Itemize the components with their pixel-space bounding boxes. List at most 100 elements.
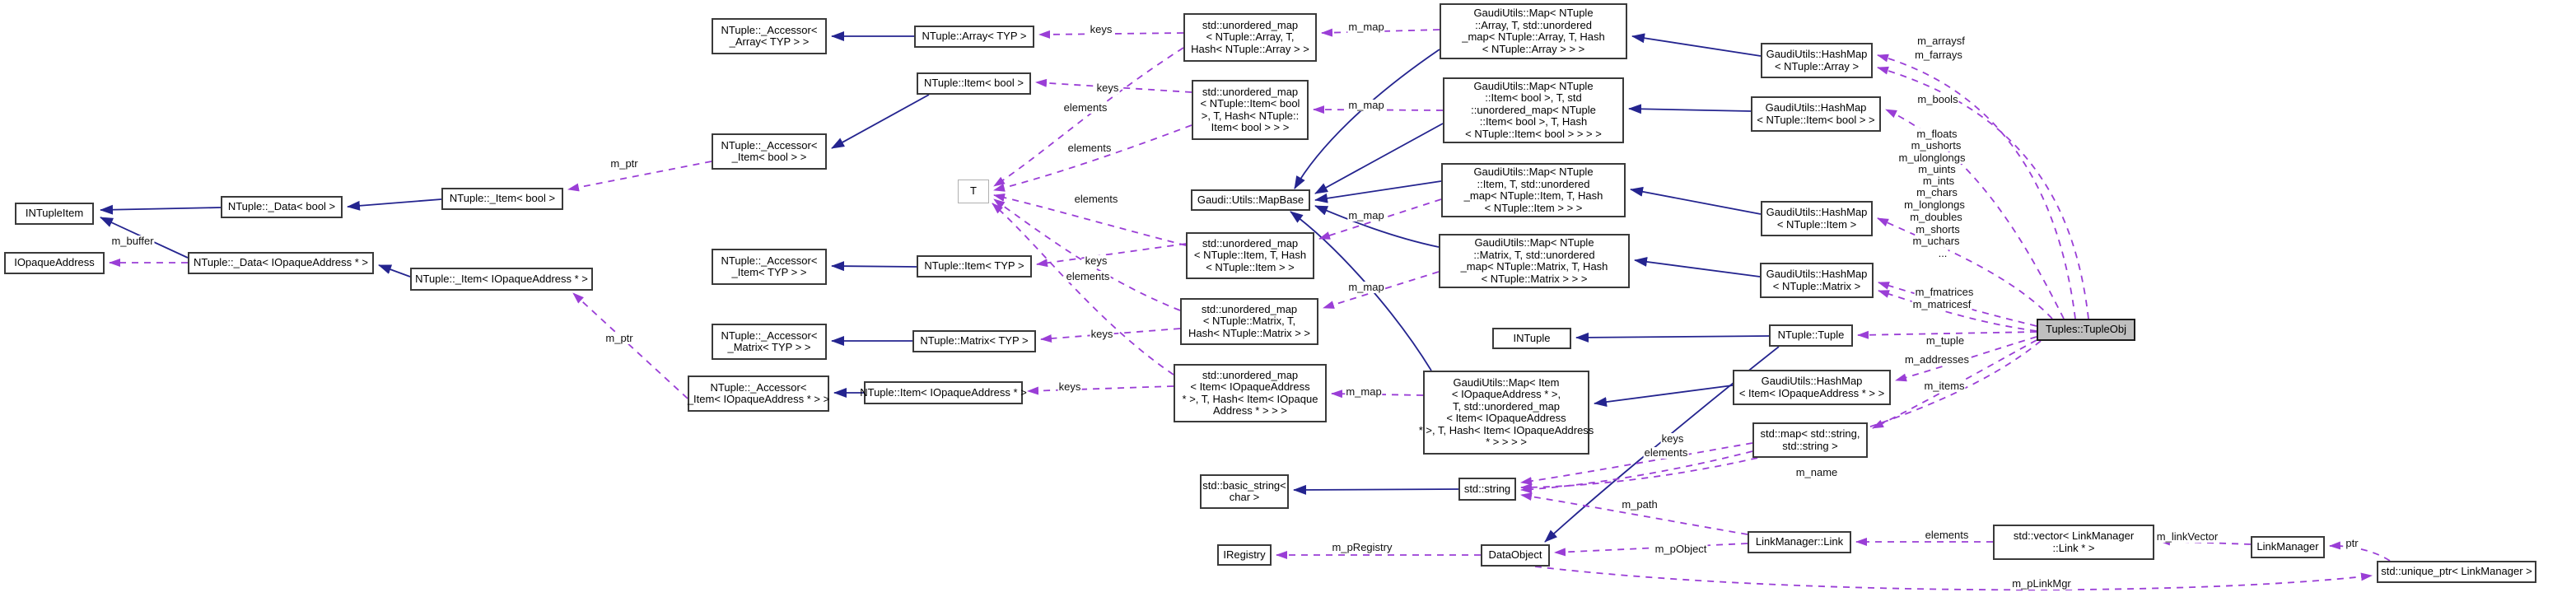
- class-node-std_string[interactable]: std::string: [1458, 478, 1516, 501]
- edge-label-m_pLinkMgr: m_pLinkMgr: [2011, 577, 2072, 590]
- edge-label-elements: elements: [1066, 142, 1113, 154]
- class-node-map_array[interactable]: GaudiUtils::Map< NTuple::Array, T, std::…: [1440, 3, 1627, 59]
- edge-label-m_buffer: m_buffer: [110, 235, 155, 247]
- class-node-label: std::unordered_map: [1202, 85, 1299, 98]
- class-node-label: _map< NTuple::Item, T, Hash: [1463, 189, 1603, 202]
- inheritance-edge-10: [1314, 123, 1444, 194]
- class-node-label: _map< NTuple::Array, T, Hash: [1462, 30, 1605, 43]
- class-node-map_item_bool[interactable]: GaudiUtils::Map< NTuple::Item< bool >, T…: [1443, 77, 1624, 143]
- inheritance-edge-2: [347, 198, 442, 211]
- edge-label-m_addresses: m_addresses: [1903, 353, 1971, 366]
- class-node-label: GaudiUtils::Map< NTuple: [1473, 79, 1594, 92]
- class-node-label: ::Array, T, std::unordered: [1475, 18, 1592, 31]
- edge-label-m_uchars: m_uchars: [1911, 235, 1961, 247]
- class-node-acc_array[interactable]: NTuple::_Accessor<_Array< TYP > >: [712, 18, 827, 54]
- class-node-label: NTuple::_Accessor<: [721, 23, 818, 36]
- usage-edge-55: [1534, 566, 2373, 591]
- class-node-std_map[interactable]: std::map< std::string,std::string >: [1752, 422, 1868, 458]
- class-node-acc_item_typ[interactable]: NTuple::_Accessor<_Item< TYP > >: [712, 249, 827, 285]
- class-node-matrix_typ[interactable]: NTuple::Matrix< TYP >: [912, 330, 1036, 352]
- edge-label-m_doubles: m_doubles: [1909, 211, 1963, 223]
- class-node-label: NTuple::Matrix< TYP >: [920, 334, 1029, 347]
- usage-edge-29: [1027, 385, 1174, 395]
- class-node-hm_item_bool[interactable]: GaudiUtils::HashMap< NTuple::Item< bool …: [1751, 96, 1881, 132]
- class-node-label: INTupleItem: [25, 207, 84, 220]
- inheritance-edge-14: [1631, 33, 1762, 57]
- class-node-label: NTuple::_Data< IOpaqueAddress * >: [194, 256, 368, 269]
- inheritance-edge-5: [831, 94, 930, 149]
- usage-edge-41: [1877, 66, 2089, 319]
- class-node-um_matrix[interactable]: std::unordered_map< NTuple::Matrix, T,Ha…: [1180, 298, 1318, 345]
- usage-edge-30: [993, 47, 1184, 187]
- class-node-iopaqueaddress[interactable]: IOpaqueAddress: [4, 252, 105, 274]
- class-node-mapbase[interactable]: Gaudi::Utils::MapBase: [1191, 189, 1310, 211]
- class-node-intuple[interactable]: INTuple: [1492, 328, 1571, 349]
- class-node-data_iop[interactable]: NTuple::_Data< IOpaqueAddress * >: [188, 252, 374, 274]
- class-node-basic_string[interactable]: std::basic_string<char >: [1200, 474, 1289, 509]
- inheritance-edge-16: [1630, 186, 1762, 215]
- class-node-item_iop[interactable]: NTuple::Item< IOpaqueAddress * >: [860, 381, 1027, 404]
- usage-edge-33: [993, 198, 1181, 311]
- class-node-label: < NTuple::Item > >: [1206, 260, 1295, 273]
- class-node-label: NTuple::_Accessor<: [710, 380, 807, 394]
- class-node-unique_ptr[interactable]: std::unique_ptr< LinkManager >: [2377, 561, 2536, 583]
- class-node-label: < NTuple::Array >: [1774, 59, 1860, 72]
- usage-edge-50: [1520, 442, 1753, 486]
- class-node-intupleitem[interactable]: INTupleItem: [15, 203, 94, 225]
- class-node-hm_item[interactable]: GaudiUtils::HashMap< NTuple::Item >: [1761, 201, 1873, 236]
- class-node-acc_item_bool[interactable]: NTuple::_Accessor<_Item< bool > >: [712, 133, 827, 170]
- class-node-um_iop[interactable]: std::unordered_map< Item< IOpaqueAddress…: [1174, 364, 1327, 422]
- class-node-map_iop[interactable]: GaudiUtils::Map< Item< IOpaqueAddress * …: [1419, 371, 1594, 455]
- class-node-label: < Item< IOpaqueAddress: [1190, 380, 1310, 393]
- usage-edge-28: [1040, 328, 1181, 343]
- class-node-label: < Item< IOpaqueAddress * > >: [1738, 386, 1885, 399]
- class-node-map_matrix[interactable]: GaudiUtils::Map< NTuple::Matrix, T, std:…: [1439, 234, 1630, 288]
- class-node-hm_iop[interactable]: GaudiUtils::HashMap< Item< IOpaqueAddres…: [1733, 370, 1891, 405]
- class-node-item_bool_u[interactable]: NTuple::_Item< bool >: [441, 188, 563, 210]
- class-node-item_iop_u[interactable]: NTuple::_Item< IOpaqueAddress * >: [410, 268, 593, 291]
- class-node-tupleobj[interactable]: Tuples::TupleObj: [2037, 319, 2135, 341]
- edge-label-m_pRegistry: m_pRegistry: [1331, 541, 1393, 553]
- class-node-label: std::unique_ptr< LinkManager >: [2381, 565, 2532, 578]
- edge-label-m_tuple: m_tuple: [1925, 334, 1966, 347]
- inheritance-edge-17: [1634, 257, 1761, 278]
- class-node-arr_typ[interactable]: NTuple::Array< TYP >: [914, 26, 1034, 48]
- class-node-iregistry[interactable]: IRegistry: [1217, 544, 1272, 566]
- class-node-um_item_bool[interactable]: std::unordered_map< NTuple::Item< bool>,…: [1192, 80, 1309, 140]
- edge-label-m_items: m_items: [1923, 380, 1966, 392]
- class-node-um_array[interactable]: std::unordered_map< NTuple::Array, T,Has…: [1183, 13, 1317, 62]
- class-node-map_item[interactable]: GaudiUtils::Map< NTuple::Item, T, std::u…: [1441, 163, 1626, 217]
- edge-label-elements: elements: [1065, 270, 1111, 282]
- usage-edge-52: [1520, 492, 1748, 535]
- class-node-label: Item< bool > > >: [1211, 121, 1290, 133]
- class-node-um_item[interactable]: std::unordered_map< NTuple::Item, T, Has…: [1186, 232, 1314, 279]
- usage-edge-23: [567, 161, 712, 192]
- edge-label-m_ptr: m_ptr: [604, 332, 634, 344]
- usage-edge-40: [1877, 54, 2076, 319]
- class-node-label: LinkManager: [2256, 540, 2319, 553]
- class-node-hm_matrix[interactable]: GaudiUtils::HashMap< NTuple::Matrix >: [1760, 263, 1874, 298]
- inheritance-edge-0: [100, 204, 222, 215]
- class-node-label: std::unordered_map: [1202, 18, 1299, 31]
- class-node-acc_item_iop[interactable]: NTuple::_Accessor<_Item< IOpaqueAddress …: [688, 375, 829, 412]
- edge-label-keys: keys: [1660, 432, 1685, 445]
- edge-label-ptr: ptr: [2345, 537, 2359, 549]
- class-node-label: GaudiUtils::Map< Item: [1453, 375, 1560, 389]
- usage-edge-32: [993, 194, 1187, 246]
- class-node-link[interactable]: LinkManager::Link: [1748, 531, 1851, 553]
- class-node-dataobject[interactable]: DataObject: [1481, 544, 1550, 567]
- edge-label-m_uints: m_uints: [1917, 163, 1957, 175]
- class-node-label: GaudiUtils::Map< NTuple: [1474, 236, 1594, 249]
- class-node-item_typ[interactable]: NTuple::Item< TYP >: [917, 255, 1032, 278]
- class-node-tuple[interactable]: NTuple::Tuple: [1769, 324, 1853, 347]
- class-node-hm_array[interactable]: GaudiUtils::HashMap< NTuple::Array >: [1761, 43, 1873, 78]
- class-node-vector_link[interactable]: std::vector< LinkManager::Link * >: [1993, 525, 2154, 560]
- class-node-data_bool[interactable]: NTuple::_Data< bool >: [221, 196, 343, 218]
- class-node-label: ::unordered_map< NTuple: [1471, 103, 1596, 116]
- edge-label-m_ptr: m_ptr: [609, 157, 639, 170]
- class-node-linkmanager[interactable]: LinkManager: [2251, 536, 2325, 558]
- class-node-item_bool[interactable]: NTuple::Item< bool >: [917, 72, 1031, 95]
- class-node-label: * >, T, Hash< Item< IOpaque: [1182, 392, 1318, 405]
- class-node-acc_matrix[interactable]: NTuple::_Accessor<_Matrix< TYP > >: [712, 324, 827, 360]
- class-node-label: std::unordered_map: [1201, 302, 1298, 315]
